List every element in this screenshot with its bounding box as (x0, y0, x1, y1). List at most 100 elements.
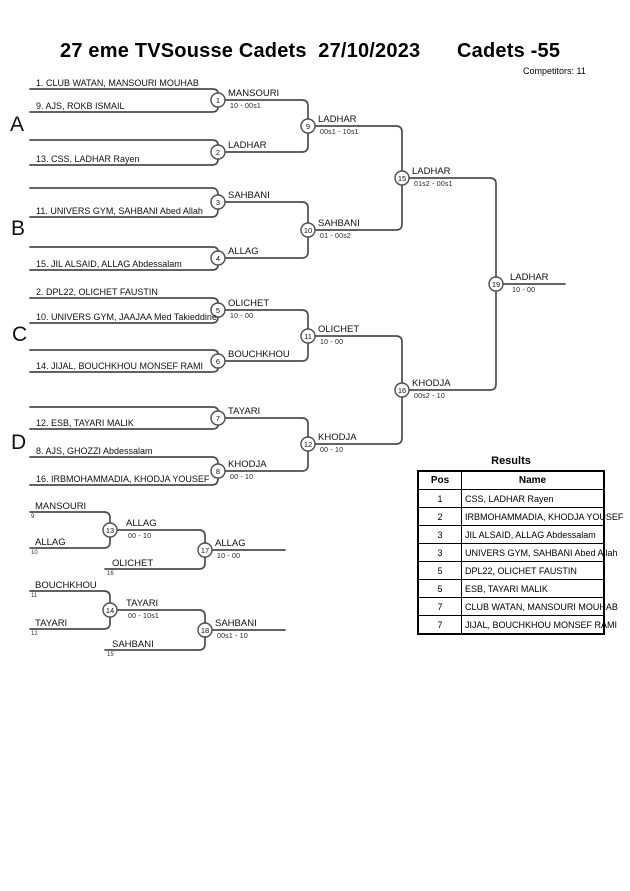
winner-label: SAHBANI (215, 618, 257, 629)
repechage-ref: 12 (31, 631, 38, 637)
table-row: 7 JIJAL, BOUCHKHOU MONSEF RAMI (417, 615, 617, 635)
result-name: JIJAL, BOUCHKHOU MONSEF RAMI (461, 615, 617, 635)
result-pos: 3 (417, 543, 462, 562)
category-title: Cadets -55 (457, 40, 561, 62)
table-row: 3 JIL ALSAID, ALLAG Abdessalam (417, 525, 605, 544)
result-pos: 5 (417, 561, 462, 580)
winner-label: LADHAR (318, 114, 357, 125)
score-label: 01s2 - 00s1 (414, 181, 453, 188)
seed-label: 15. JIL ALSAID, ALLAG Abdessalam (36, 259, 182, 269)
winner-label: LADHAR (412, 166, 451, 177)
seed-label: 1. CLUB WATAN, MANSOURI MOUHAB (36, 78, 199, 88)
winner-label: TAYARI (126, 598, 159, 609)
repechage-ref: 10 (31, 550, 38, 556)
winner-label: OLICHET (318, 324, 360, 335)
winner-label: OLICHET (228, 298, 270, 309)
table-row: 5 DPL22, OLICHET FAUSTIN (417, 561, 605, 580)
page-title: 27 eme TVSousse Cadets 27/10/2023 (60, 40, 421, 62)
match-number: 16 (398, 386, 406, 395)
seed-label: 14. JIJAL, BOUCHKHOU MONSEF RAMI (36, 361, 204, 371)
table-row: 2 IRBMOHAMMADIA, KHODJA YOUSEF (417, 507, 623, 526)
match-number: 6 (216, 357, 220, 366)
score-label: 00s1 - 10 (217, 633, 248, 640)
results-header-pos: Pos (417, 470, 462, 490)
repechage-entry: BOUCHKHOU (35, 580, 97, 591)
winner-label: SAHBANI (318, 218, 360, 229)
result-pos: 7 (417, 615, 462, 635)
result-name: JIL ALSAID, ALLAG Abdessalam (461, 525, 605, 544)
section-label-b: B (11, 217, 26, 240)
score-label: 00s2 - 10 (414, 393, 445, 400)
match-number: 7 (216, 414, 220, 423)
result-pos: 7 (417, 597, 462, 616)
result-name: UNIVERS GYM, SAHBANI Abed Allah (461, 543, 618, 562)
match-number: 9 (306, 122, 310, 131)
result-name: CLUB WATAN, MANSOURI MOUHAB (461, 597, 618, 616)
score-label: 00 - 10s1 (128, 613, 159, 620)
match-number: 11 (304, 332, 312, 341)
repechage-entry: OLICHET (112, 558, 154, 569)
winner-label: KHODJA (318, 432, 357, 443)
match-number: 19 (492, 280, 500, 289)
match-circles (102, 92, 504, 638)
repechage-ref: 15 (107, 652, 114, 658)
repechage-entry: ALLAG (35, 537, 66, 548)
match-number: 15 (398, 174, 406, 183)
winner-label: ALLAG (126, 518, 157, 529)
score-label: 10 - 00s1 (230, 103, 261, 110)
section-label-a: A (10, 113, 25, 136)
seed-label: 11. UNIVERS GYM, SAHBANI Abed Allah (36, 206, 203, 216)
match-numbers: 1 2 3 4 5 6 7 8 9 10 11 12 15 16 19 13 1… (106, 96, 500, 635)
score-label: 00 - 10 (320, 447, 344, 454)
result-pos: 5 (417, 579, 462, 598)
repechage-entry: TAYARI (35, 618, 68, 629)
match-number: 8 (216, 467, 220, 476)
score-label: 00s1 - 10s1 (320, 129, 359, 136)
bracket-connectors (29, 88, 566, 651)
score-label: 10 - 00 (512, 287, 536, 294)
score-label: 10 - 00 (320, 339, 344, 346)
result-pos: 1 (417, 489, 462, 508)
winner-label: KHODJA (228, 459, 267, 470)
winner-label: BOUCHKHOU (228, 349, 290, 360)
seed-label: 16. IRBMOHAMMADIA, KHODJA YOUSEF (36, 474, 210, 484)
table-row: 7 CLUB WATAN, MANSOURI MOUHAB (417, 597, 618, 616)
seed-label: 8. AJS, GHOZZI Abdessalam (36, 446, 153, 456)
result-name: DPL22, OLICHET FAUSTIN (461, 561, 605, 580)
seed-label: 13. CSS, LADHAR Rayen (36, 154, 140, 164)
winner-label: SAHBANI (228, 190, 270, 201)
results-table: Pos Name 1 CSS, LADHAR Rayen 2 IRBMOHAMM… (417, 470, 623, 635)
result-pos: 2 (417, 507, 462, 526)
winner-label: ALLAG (228, 246, 259, 257)
results-title: Results (491, 455, 531, 467)
result-name: IRBMOHAMMADIA, KHODJA YOUSEF (461, 507, 623, 526)
seed-label: 2. DPL22, OLICHET FAUSTIN (36, 287, 158, 297)
results-header-row: Pos Name (417, 470, 605, 490)
winner-label: ALLAG (215, 538, 246, 549)
result-name: CSS, LADHAR Rayen (461, 489, 605, 508)
match-number: 17 (201, 546, 209, 555)
score-label: 10 - 00 (230, 313, 254, 320)
winner-label: TAYARI (228, 406, 261, 417)
section-label-d: D (11, 431, 27, 454)
score-label: 10 - 00 (217, 553, 241, 560)
winner-label: LADHAR (228, 140, 267, 151)
repechage-ref: 11 (31, 593, 38, 599)
match-number: 4 (216, 254, 220, 263)
section-label-c: C (12, 323, 28, 346)
match-number: 14 (106, 606, 114, 615)
score-label: 00 - 10 (128, 533, 152, 540)
table-row: 5 ESB, TAYARI MALIK (417, 579, 605, 598)
winner-label: MANSOURI (228, 88, 280, 99)
score-label: 00 - 10 (230, 474, 254, 481)
competitors-count: Competitors: 11 (523, 66, 586, 76)
seed-label: 9. AJS, ROKB ISMAIL (36, 101, 125, 111)
match-number: 12 (304, 440, 312, 449)
match-number: 2 (216, 148, 220, 157)
match-number: 13 (106, 526, 114, 535)
champion-label: LADHAR (510, 272, 549, 283)
repechage-ref: 16 (107, 571, 114, 577)
seed-label: 12. ESB, TAYARI MALIK (36, 418, 134, 428)
